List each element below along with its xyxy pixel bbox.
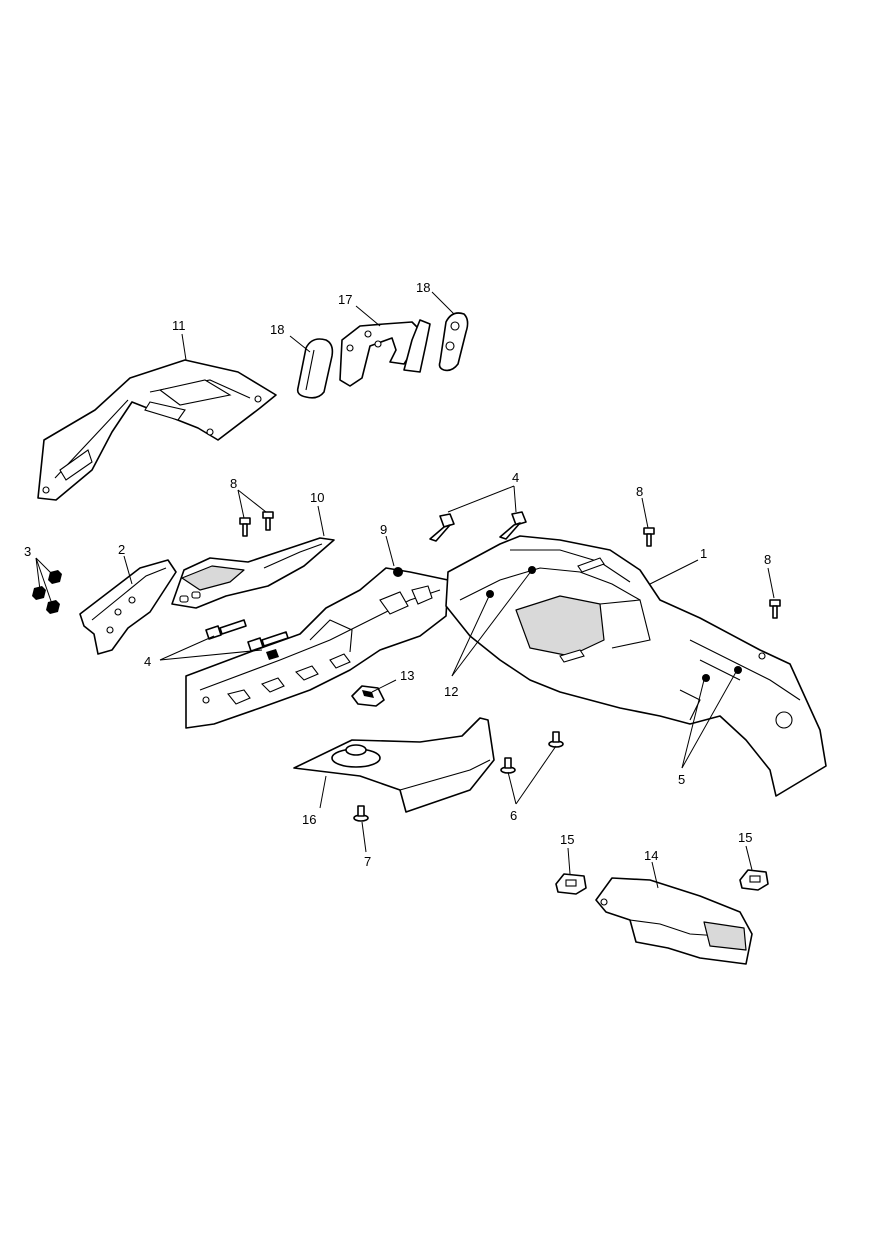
part-8-bolts-left xyxy=(239,511,274,537)
callout-1: 1 xyxy=(700,546,707,561)
callout-2: 2 xyxy=(118,542,125,557)
callout-4-upper: 4 xyxy=(512,470,519,485)
callout-12: 12 xyxy=(444,684,458,699)
part-17-bracket xyxy=(339,319,431,387)
callout-14: 14 xyxy=(644,848,658,863)
callout-5: 5 xyxy=(678,772,685,787)
callout-17: 17 xyxy=(338,292,352,307)
callout-13: 13 xyxy=(400,668,414,683)
callout-18-right: 18 xyxy=(416,280,430,295)
callout-11: 11 xyxy=(172,318,186,333)
part-15-nuts xyxy=(555,869,769,895)
part-4-bolts-left xyxy=(205,619,289,660)
part-4-bolts-upper xyxy=(429,511,527,542)
callout-labels: 11 18 17 18 3 2 8 10 9 4 8 1 8 4 13 12 5… xyxy=(24,280,771,869)
callout-3: 3 xyxy=(24,544,31,559)
part-6-fasteners xyxy=(500,731,564,774)
callout-10: 10 xyxy=(310,490,324,505)
part-13-clip xyxy=(351,685,385,707)
part-14-lower-duct xyxy=(595,877,753,965)
part-16-undertray xyxy=(293,717,495,813)
part-10-tail-cover xyxy=(171,537,335,609)
part-1-rear-tray xyxy=(445,535,827,797)
callout-8-middle: 8 xyxy=(636,484,643,499)
part-18-pad-right xyxy=(438,312,469,372)
callout-4-left: 4 xyxy=(144,654,151,669)
callout-8-left: 8 xyxy=(230,476,237,491)
callout-7: 7 xyxy=(364,854,371,869)
part-2-side-bracket xyxy=(79,559,177,655)
part-8-bolts-right xyxy=(643,527,781,619)
callout-16: 16 xyxy=(302,812,316,827)
part-11-upper-cover xyxy=(37,359,277,501)
leader-lines xyxy=(35,291,775,889)
part-3-screws xyxy=(32,570,62,614)
callout-15-right: 15 xyxy=(738,830,752,845)
callout-15-left: 15 xyxy=(560,832,574,847)
callout-6: 6 xyxy=(510,808,517,823)
callout-8-right: 8 xyxy=(764,552,771,567)
callout-9: 9 xyxy=(380,522,387,537)
part-9-subframe xyxy=(185,567,449,729)
part-18-pad-left xyxy=(296,338,334,399)
part-7-fastener xyxy=(353,805,369,822)
callout-18-left: 18 xyxy=(270,322,284,337)
